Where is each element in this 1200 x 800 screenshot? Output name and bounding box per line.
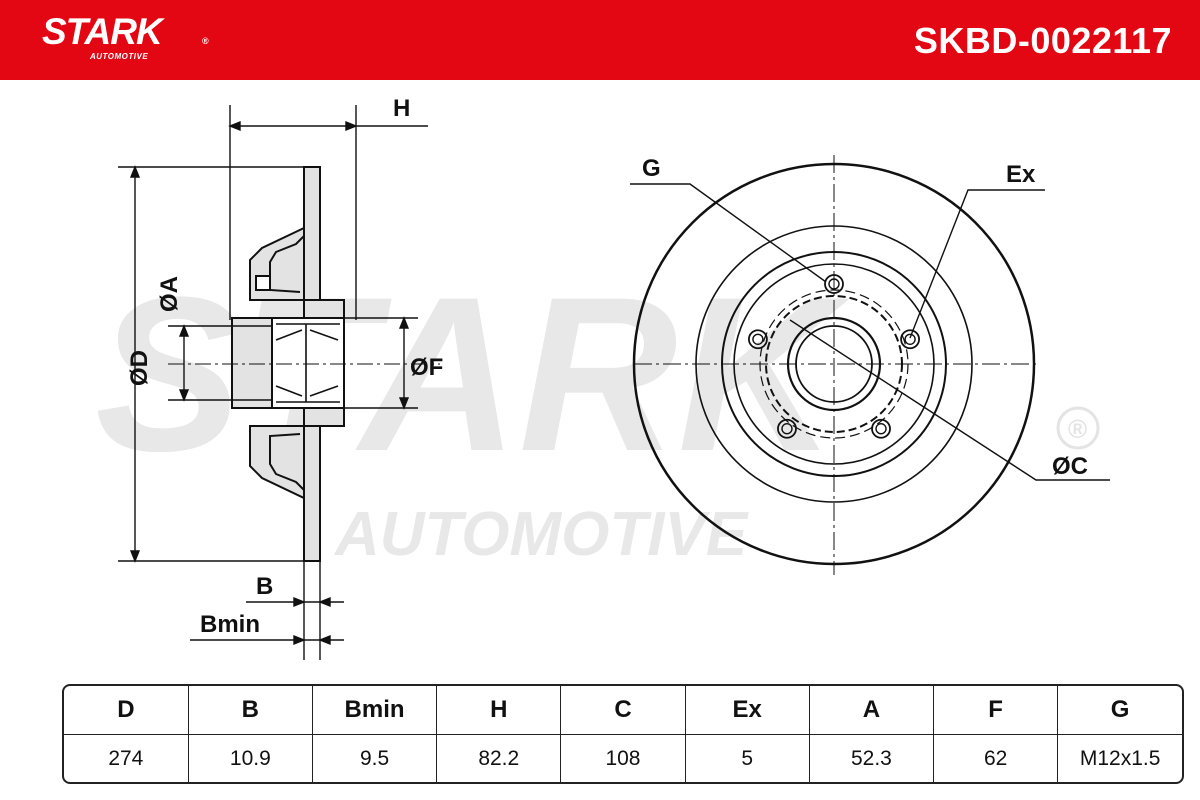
spec-header-g: G [1057, 686, 1182, 735]
stud-hole [748, 329, 768, 350]
brake-disc-diagram: STARK AUTOMOTIVE ® [95, 95, 1110, 660]
watermark-stark: STARK [95, 251, 851, 497]
brand-subtitle: AUTOMOTIVE [90, 52, 149, 61]
spec-value-d: 274 [64, 734, 189, 782]
label-bmin: Bmin [200, 611, 260, 638]
spec-value-h: 82.2 [436, 734, 562, 782]
brand-name: STARK [42, 11, 163, 52]
label-f: ØF [410, 354, 443, 381]
center-bore-outer [786, 316, 882, 412]
header-bar: STARK ® AUTOMOTIVE SKBD-0022117 [0, 0, 1200, 80]
hat-inner-bottom [269, 433, 305, 491]
label-h: H [393, 95, 410, 122]
spec-value-g: M12x1.5 [1079, 746, 1161, 770]
center-bore-inner [795, 325, 873, 403]
stud-hole-thread [904, 333, 916, 345]
stud-hole-thread [828, 278, 840, 290]
hub-dashed-ring [765, 295, 903, 433]
brand-logo: STARK ® AUTOMOTIVE [42, 12, 222, 68]
side-dimensions [118, 105, 440, 660]
friction-inner-edge [695, 225, 973, 503]
wheel-stud-holes [748, 274, 920, 439]
spec-value-a: 52.3 [809, 734, 935, 782]
dim-f-arrows [398, 316, 410, 410]
front-view [630, 155, 1110, 575]
dim-d-arrows [129, 165, 141, 563]
registered-mark: ® [202, 36, 209, 46]
spec-header-f: F [933, 686, 1059, 735]
part-number: SKBD-0022117 [913, 20, 1172, 61]
label-b: B [256, 573, 273, 600]
bearing-rollers [275, 323, 340, 403]
stud-hole-thread [752, 333, 764, 345]
stud-hole [900, 329, 920, 350]
spec-header-c: C [560, 686, 686, 735]
spec-header-a: A [809, 686, 935, 735]
stud-hole [871, 418, 891, 439]
stud-hole-thread [781, 423, 793, 435]
label-c: ØC [1052, 453, 1088, 480]
stud-hole-thread [875, 423, 887, 435]
bearing-housing [271, 317, 345, 409]
spec-header-h: H [436, 686, 562, 735]
hat-inner-top [269, 235, 305, 293]
label-ex: Ex [1006, 161, 1036, 188]
spec-header-b: B [188, 686, 313, 735]
spec-value-b: 10.9 [188, 734, 313, 782]
leader-c [789, 319, 1110, 481]
hat-outer-edge [721, 251, 947, 477]
label-a: ØA [156, 276, 183, 312]
label-g: G [642, 155, 661, 182]
disc-outer-edge [632, 162, 1036, 566]
spec-value-c: 108 [560, 734, 686, 782]
watermark-registered-mark: ® [1068, 414, 1087, 444]
hat-step [733, 263, 935, 465]
leader-g [630, 183, 827, 283]
dim-b-arrows [293, 596, 331, 646]
watermark-automotive: AUTOMOTIVE [333, 500, 749, 569]
stud-hole [824, 274, 844, 294]
dim-h-arrows [228, 120, 358, 132]
label-d: ØD [126, 350, 153, 386]
spec-value-ex: 5 [685, 734, 810, 782]
bearing-dashed-ring [759, 289, 909, 439]
spec-header-d: D [64, 686, 189, 735]
side-section-view [231, 166, 345, 562]
spec-header-ex: Ex [685, 686, 810, 735]
spec-header-bmin: Bmin [312, 686, 438, 735]
dim-a-arrows [178, 324, 190, 402]
watermark-registered-circle [1056, 406, 1100, 450]
leader-ex [909, 189, 1045, 339]
spec-value-f: 62 [933, 734, 1059, 782]
spec-value-bmin: 9.5 [312, 734, 438, 782]
stud-boss [255, 275, 271, 291]
stud-hole [777, 418, 797, 439]
